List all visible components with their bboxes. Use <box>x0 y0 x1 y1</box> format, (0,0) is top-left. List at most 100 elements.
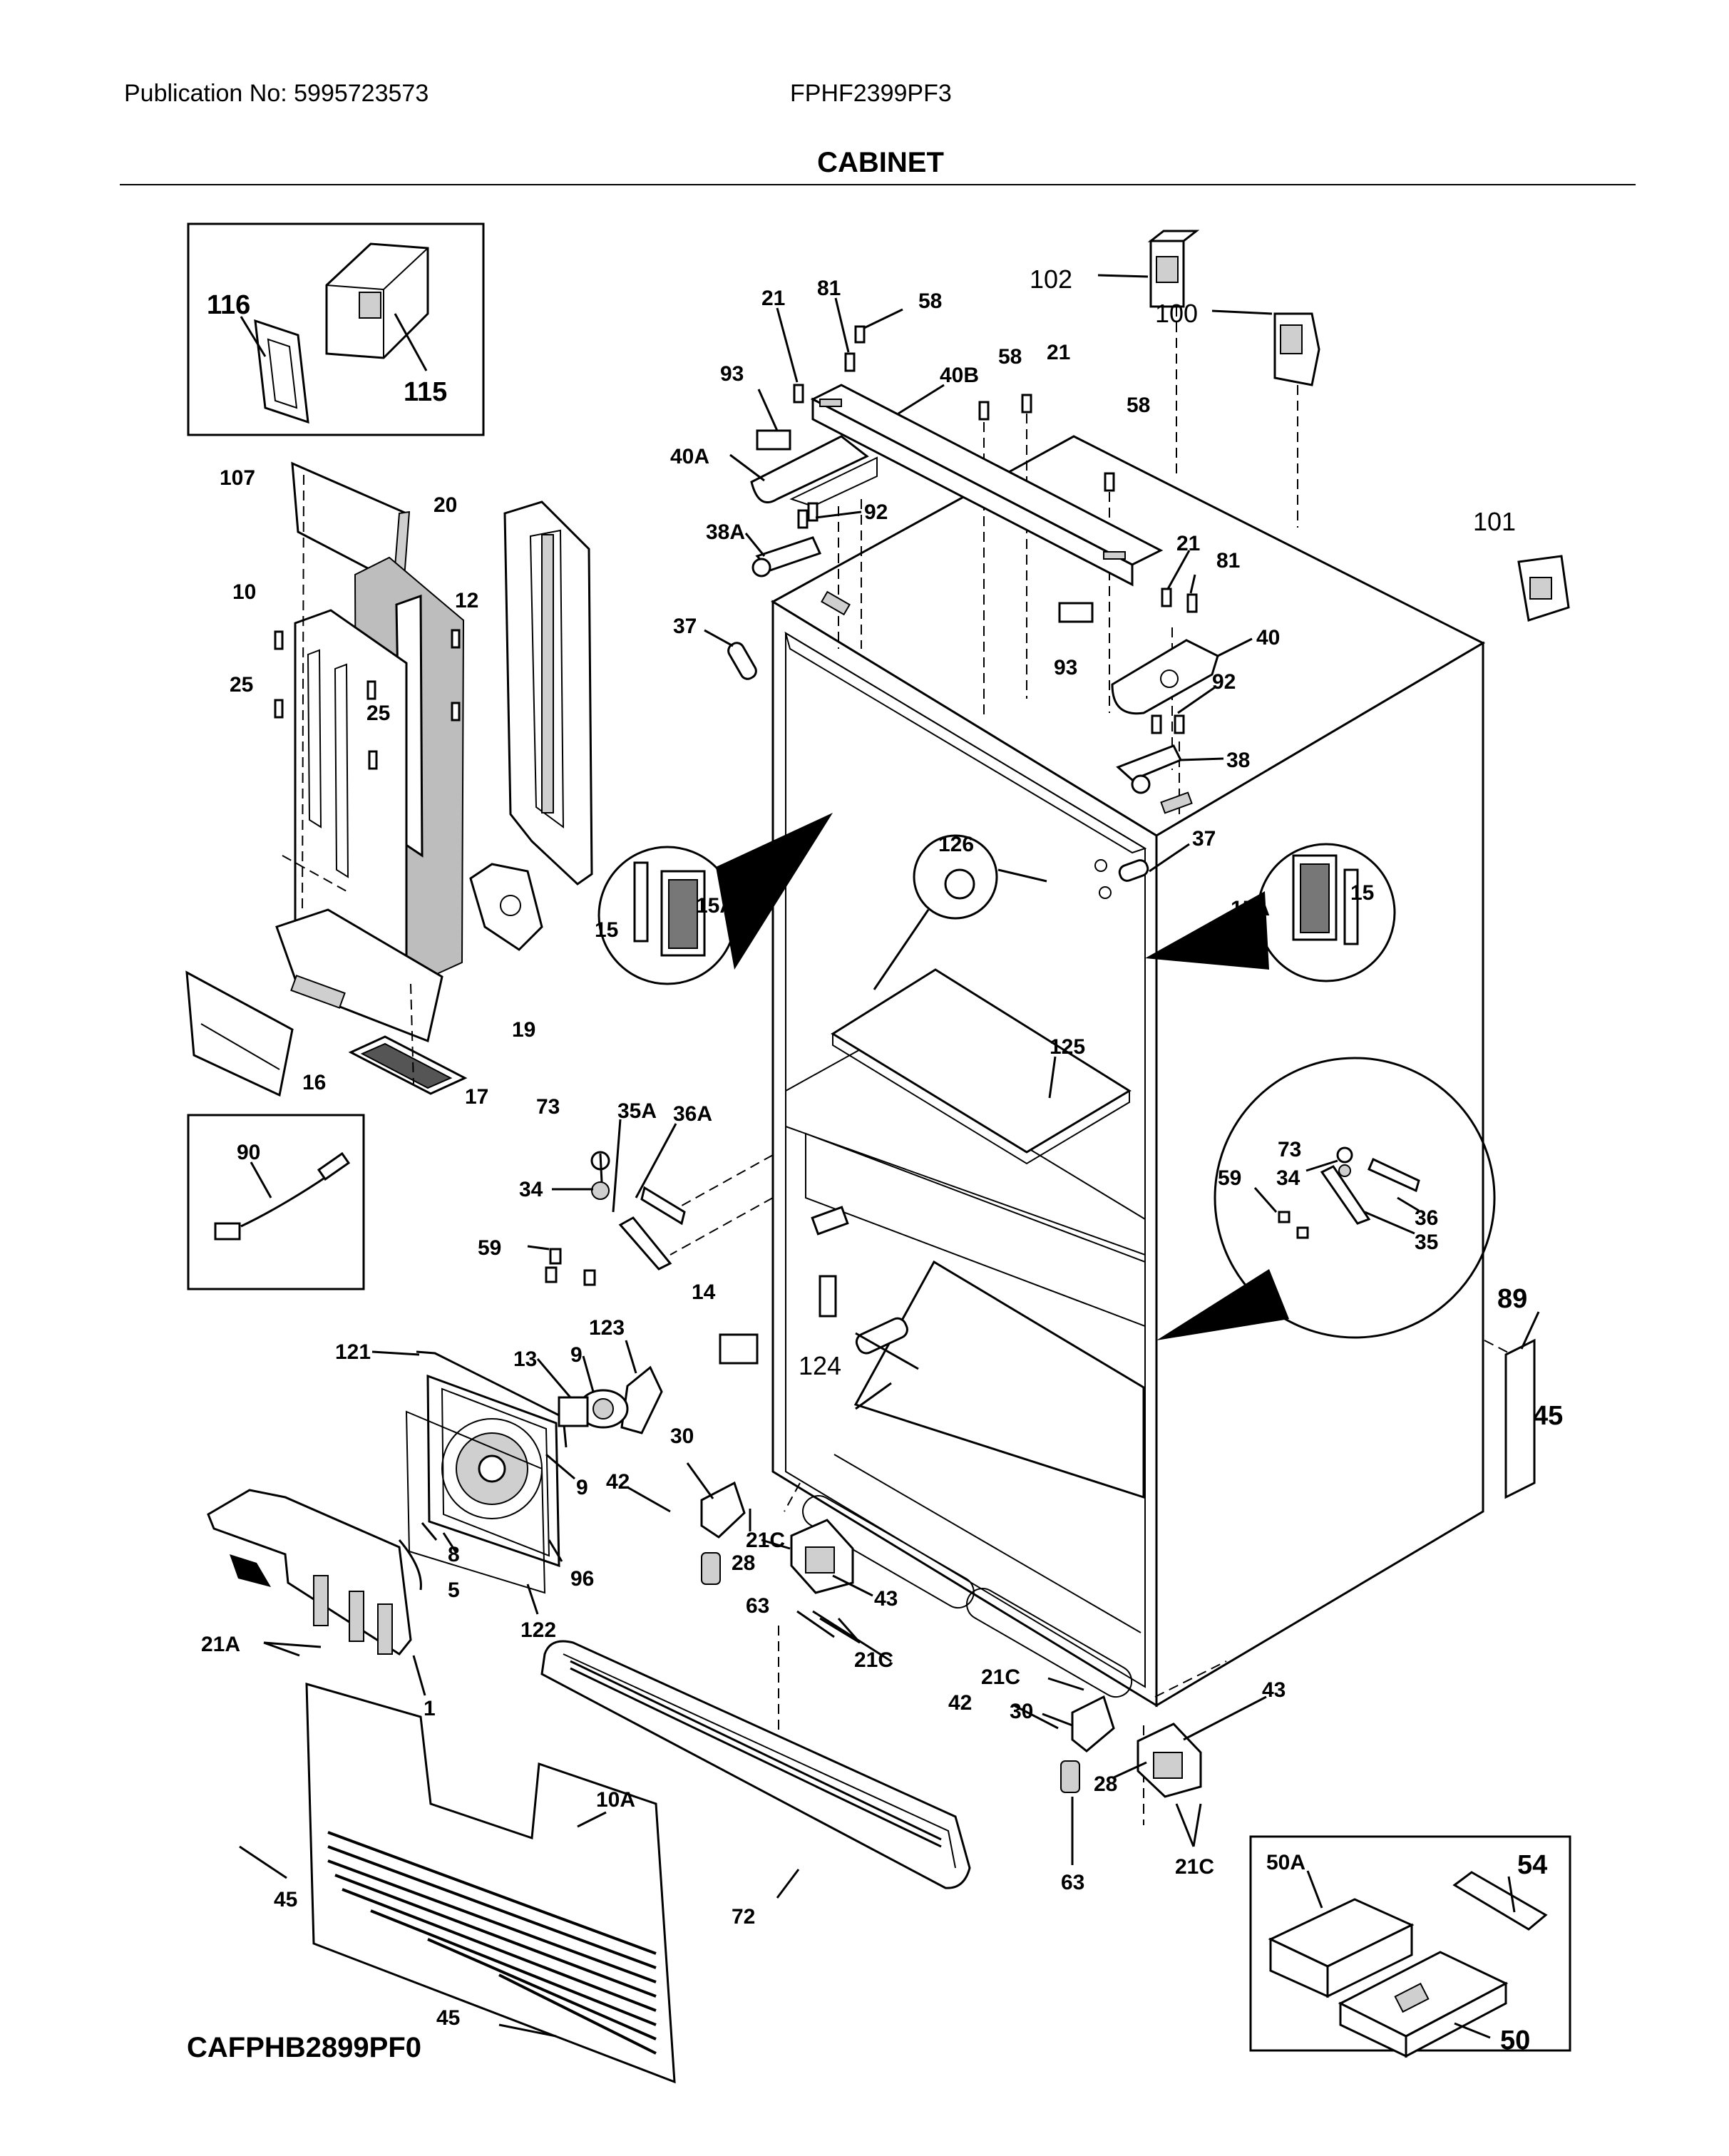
callout-38A: 38A <box>706 520 745 544</box>
callout-21C: 21C <box>854 1648 893 1672</box>
callout-28: 28 <box>1094 1772 1117 1796</box>
part-102-bracket <box>1147 230 1200 308</box>
callout-72: 72 <box>732 1905 755 1929</box>
callout-123: 123 <box>589 1316 625 1340</box>
publication-number: Publication No: 5995723573 <box>124 80 429 107</box>
part-100-bracket <box>1273 312 1320 386</box>
callout-40: 40 <box>1256 626 1280 650</box>
callout-42: 42 <box>948 1691 972 1715</box>
part-115-module <box>325 242 429 359</box>
callout-30: 30 <box>670 1424 694 1448</box>
callout-126: 126 <box>938 833 974 856</box>
callout-8: 8 <box>448 1543 460 1566</box>
part-19-damper <box>469 863 543 951</box>
callout-121: 121 <box>335 1340 371 1364</box>
part-1-evaporator-cover <box>207 1489 412 1655</box>
part-63-cam-right <box>1060 1760 1080 1793</box>
callout-58: 58 <box>1127 394 1150 417</box>
callout-59: 59 <box>1218 1166 1241 1190</box>
section-title: CABINET <box>817 147 944 178</box>
part-54-bracket <box>1452 1871 1548 1931</box>
callout-124: 124 <box>799 1351 841 1380</box>
callout-73: 73 <box>536 1095 560 1119</box>
part-122-gasket <box>405 1410 546 1594</box>
callout-34: 34 <box>1276 1166 1300 1190</box>
callout-102: 102 <box>1030 265 1072 294</box>
part-121-rod <box>416 1350 568 1448</box>
callout-58: 58 <box>918 289 942 313</box>
callout-93: 93 <box>720 362 744 386</box>
callout-37: 37 <box>673 615 697 638</box>
callout-90: 90 <box>237 1141 260 1164</box>
part-20-panel <box>503 500 593 885</box>
callout-21: 21 <box>1047 341 1070 364</box>
callout-63: 63 <box>1061 1871 1084 1894</box>
part-89-side-panel <box>1504 1338 1536 1499</box>
callout-34: 34 <box>519 1178 543 1201</box>
callout-93: 93 <box>1054 656 1077 679</box>
callout-40B: 40B <box>940 364 979 387</box>
callout-40A: 40A <box>670 445 709 468</box>
model-number: FPHF2399PF3 <box>790 80 952 107</box>
callout-116: 116 <box>207 290 250 320</box>
callout-45: 45 <box>274 1888 297 1911</box>
part-63-cam-left <box>701 1552 721 1585</box>
part-50A-housing <box>1268 1898 1415 1998</box>
callout-35: 35 <box>1415 1231 1438 1254</box>
callout-125: 125 <box>1050 1035 1085 1059</box>
callout-54: 54 <box>1517 1850 1547 1880</box>
part-17-tray <box>348 1035 468 1095</box>
part-93-clip <box>756 429 791 451</box>
callout-21: 21 <box>1176 532 1200 555</box>
detail-pointer-lower <box>1156 1269 1289 1340</box>
callout-labels: 116 115 107 20 10 12 25 25 19 16 17 90 2… <box>201 265 1563 2055</box>
callout-30: 30 <box>1010 1700 1033 1723</box>
callout-43: 43 <box>874 1587 898 1611</box>
callout-5: 5 <box>448 1578 460 1602</box>
callout-36: 36 <box>1415 1206 1438 1230</box>
inset-box-115-116 <box>187 222 485 436</box>
part-116-gasket <box>254 319 309 424</box>
part-72-kick-plate <box>540 1640 971 1889</box>
callout-50: 50 <box>1500 2026 1530 2055</box>
part-40B-hinge-bar <box>810 384 1164 587</box>
callout-21C: 21C <box>981 1665 1020 1689</box>
callout-100: 100 <box>1155 299 1198 328</box>
callout-1: 1 <box>424 1697 436 1720</box>
callout-12: 12 <box>455 589 478 612</box>
callout-13: 13 <box>513 1348 537 1371</box>
part-90-sensor <box>214 1151 351 1241</box>
callout-107: 107 <box>220 466 255 490</box>
callout-16: 16 <box>302 1071 326 1094</box>
header-rule <box>120 184 1636 185</box>
callout-89: 89 <box>1497 1284 1527 1314</box>
callout-15A: 15A <box>1231 897 1270 920</box>
detail-circle-126 <box>913 834 998 920</box>
part-14-block <box>719 1333 759 1365</box>
callout-15: 15 <box>595 918 618 942</box>
callout-37: 37 <box>1192 827 1216 851</box>
callout-15: 15 <box>1350 881 1374 905</box>
callout-59: 59 <box>478 1236 501 1260</box>
leader-lines <box>239 274 1540 2038</box>
part-123-bracket <box>620 1365 663 1434</box>
part-43-hinge-right <box>1137 1723 1202 1798</box>
callout-35A: 35A <box>617 1099 657 1123</box>
callout-9: 9 <box>576 1476 588 1499</box>
callout-20: 20 <box>433 493 457 517</box>
cabinet-body <box>771 435 1486 1708</box>
callout-25: 25 <box>366 702 390 725</box>
callout-58: 58 <box>998 345 1022 369</box>
callout-63: 63 <box>746 1594 769 1618</box>
callout-45: 45 <box>436 2006 460 2030</box>
part-93-clip <box>1058 602 1094 623</box>
callout-19: 19 <box>512 1018 535 1042</box>
callout-15A: 15A <box>696 894 735 918</box>
callout-96: 96 <box>570 1567 594 1591</box>
diagram-code: CAFPHB2899PF0 <box>187 2032 422 2063</box>
callout-36A: 36A <box>673 1102 712 1126</box>
callout-42: 42 <box>606 1470 630 1494</box>
callout-21: 21 <box>761 287 785 310</box>
callout-10A: 10A <box>596 1788 635 1812</box>
callout-81: 81 <box>1216 549 1240 573</box>
